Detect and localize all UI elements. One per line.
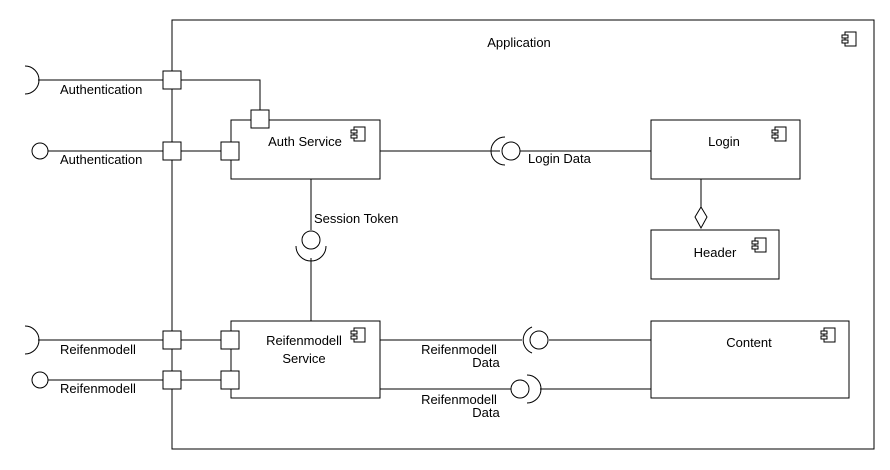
aggregation-diamond-icon xyxy=(694,206,708,230)
reifenmodell-data-label-line1: Reifenmodell xyxy=(421,342,497,357)
reifenmodell-data-label-line2: Data xyxy=(472,405,500,420)
port xyxy=(162,141,182,161)
reifenmodell-service-label-line2: Service xyxy=(282,351,325,366)
lollipop-icon xyxy=(501,141,521,161)
session-token-label: Session Token xyxy=(314,211,398,226)
port xyxy=(250,109,270,129)
reifenmodell-service-label-line1: Reifenmodell xyxy=(266,333,342,348)
lollipop-icon xyxy=(301,230,321,250)
lollipop-icon xyxy=(529,330,549,350)
reifenmodell-service-component: Reifenmodell Service xyxy=(220,320,381,399)
login-data-interface: Login Data xyxy=(490,136,592,166)
reifenmodell-data-bottom-interface: Reifenmodell Data xyxy=(421,374,542,420)
session-token-interface: Session Token xyxy=(295,211,398,262)
application-label: Application xyxy=(487,35,551,50)
socket-icon xyxy=(490,136,506,166)
header-label: Header xyxy=(694,245,737,260)
header-component: Header xyxy=(650,229,780,280)
login-component: Login xyxy=(650,119,801,180)
external-interface-label: Reifenmodell xyxy=(60,342,136,357)
boundary-ports xyxy=(162,70,182,390)
content-label: Content xyxy=(726,335,772,350)
auth-service-label: Auth Service xyxy=(268,134,342,149)
external-interface-label: Authentication xyxy=(60,82,142,97)
reifenmodell-data-label-line2: Data xyxy=(472,355,500,370)
socket-icon xyxy=(526,374,542,404)
lollipop-icon xyxy=(510,379,530,399)
port xyxy=(162,370,182,390)
provided-interface-lollipop-icon xyxy=(31,142,49,160)
socket-icon xyxy=(295,245,327,262)
port xyxy=(220,330,240,350)
login-label: Login xyxy=(708,134,740,149)
port xyxy=(162,70,182,90)
external-interface-symbols xyxy=(24,65,49,389)
socket-icon xyxy=(522,326,533,354)
required-interface-socket-icon xyxy=(24,65,40,95)
port xyxy=(220,370,240,390)
connection-lines xyxy=(38,79,702,390)
port xyxy=(162,330,182,350)
required-interface-socket-icon xyxy=(24,325,40,355)
reifenmodell-data-top-interface: Reifenmodell Data xyxy=(421,326,549,370)
login-data-label: Login Data xyxy=(528,151,592,166)
external-interface-label: Authentication xyxy=(60,152,142,167)
provided-interface-lollipop-icon xyxy=(31,371,49,389)
port xyxy=(220,141,240,161)
content-component: Content xyxy=(650,320,850,399)
auth-service-component: Auth Service xyxy=(220,109,381,180)
reifenmodell-data-label-line1: Reifenmodell xyxy=(421,392,497,407)
external-interface-label: Reifenmodell xyxy=(60,381,136,396)
